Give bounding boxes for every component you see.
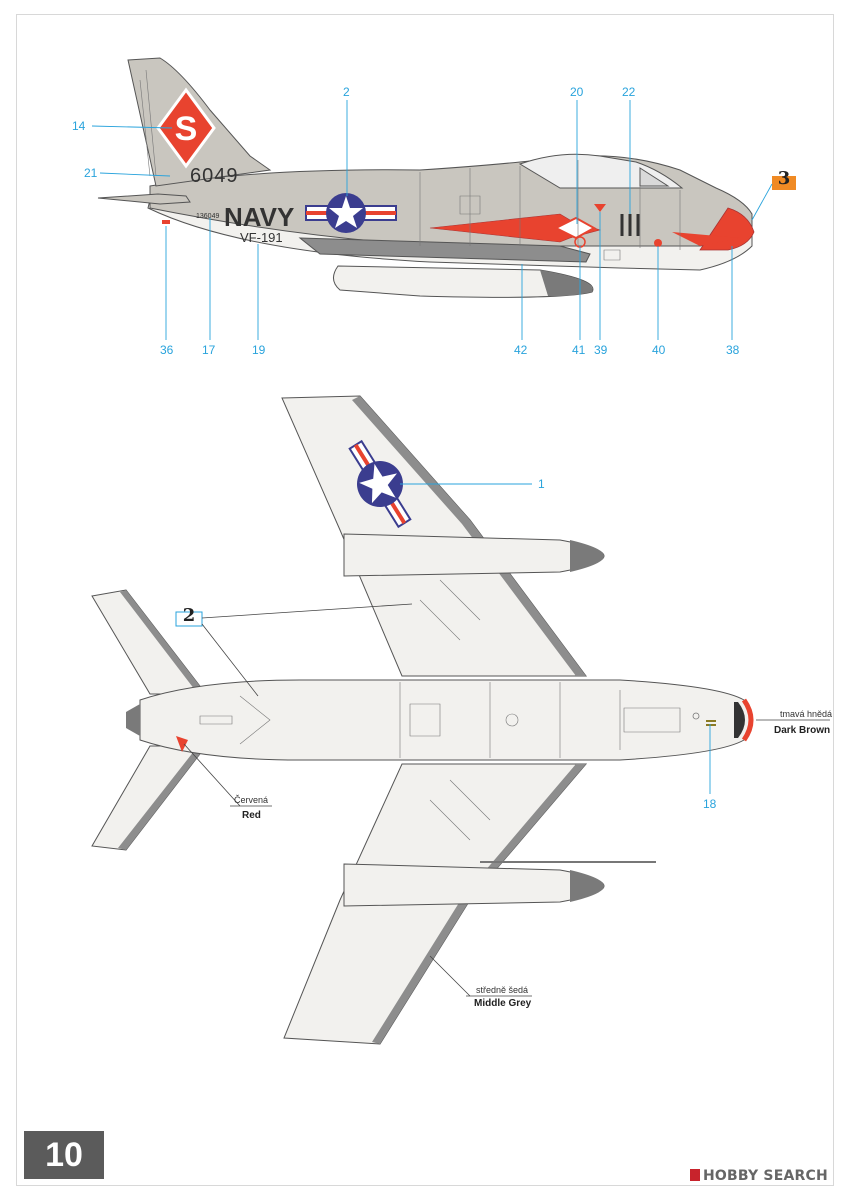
- callout-1: 1: [538, 477, 545, 491]
- svg-text:Dark Brown: Dark Brown: [774, 725, 830, 736]
- fuselage-plan: [139, 679, 751, 761]
- callout-18: 18: [703, 797, 717, 811]
- callout-box-3: 3: [751, 168, 796, 221]
- page-number: 10: [24, 1131, 104, 1179]
- drop-tank: [333, 265, 594, 298]
- svg-text:2: 2: [183, 605, 196, 626]
- plan-view: 1 18 2 tmavá hnědá Dark Brown Červená Re…: [91, 395, 832, 1045]
- svg-text:Red: Red: [242, 810, 261, 821]
- label-red: Červená Red: [183, 743, 272, 821]
- callout-40: 40: [652, 343, 666, 357]
- drop-tank-upper: [343, 533, 605, 577]
- hobbysearch-watermark: HOBBY SEARCH: [690, 1168, 828, 1184]
- svg-text:Červená: Červená: [234, 795, 268, 805]
- callout-41: 41: [572, 343, 586, 357]
- callout-17: 17: [202, 343, 216, 357]
- squadron-lettering: VF-191: [240, 230, 283, 245]
- callout-39: 39: [594, 343, 608, 357]
- callout-19: 19: [252, 343, 266, 357]
- callout-21: 21: [84, 166, 98, 180]
- svg-text:3: 3: [778, 168, 791, 189]
- svg-text:tmavá hnědá: tmavá hnědá: [780, 709, 832, 719]
- tailplane: [97, 193, 191, 205]
- callout-42: 42: [514, 343, 528, 357]
- side-insignia: [305, 193, 397, 233]
- side-view: S 6049 NAVY VF-191 136049 3 14 21: [72, 57, 796, 357]
- callout-38: 38: [726, 343, 740, 357]
- wing-insignia: [348, 439, 412, 529]
- tail-code: S: [175, 110, 198, 148]
- svg-text:středně šedá: středně šedá: [476, 985, 528, 995]
- svg-text:Middle Grey: Middle Grey: [474, 998, 532, 1009]
- navy-lettering: NAVY: [224, 202, 294, 232]
- modex-number: 6049: [190, 165, 239, 187]
- callout-14: 14: [72, 119, 86, 133]
- tail-red-marker: [176, 736, 188, 752]
- drop-tank-lower: [343, 863, 605, 907]
- sheet-border: [16, 14, 834, 1186]
- callout-20: 20: [570, 85, 584, 99]
- label-dark-brown: tmavá hnědá Dark Brown: [756, 709, 832, 736]
- callout-box-2: 2: [175, 603, 413, 697]
- bureau-number: 136049: [196, 213, 219, 220]
- nose-dark-brown: [734, 702, 745, 738]
- callout-22: 22: [622, 85, 636, 99]
- wing-root: [298, 237, 591, 263]
- callout-2: 2: [343, 85, 350, 99]
- brand-logo-icon: [690, 1169, 700, 1181]
- callout-36: 36: [160, 343, 174, 357]
- tail-diamond: [156, 87, 216, 169]
- label-middle-grey: středně šedá Middle Grey: [429, 955, 532, 1009]
